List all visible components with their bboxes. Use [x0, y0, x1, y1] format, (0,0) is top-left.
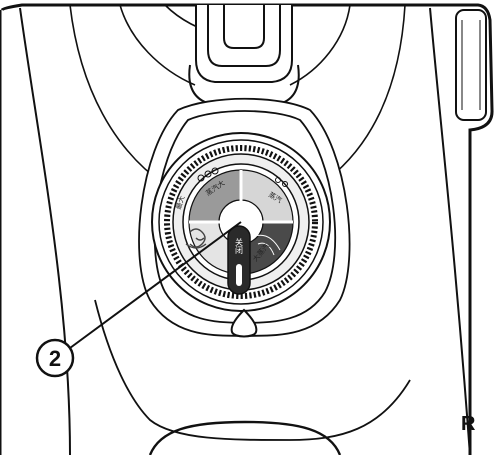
- device-body-outline: [0, 3, 494, 455]
- dial-marks: [197, 167, 288, 187]
- steam-icon: [185, 228, 207, 249]
- dial-label-close: 关闭: [235, 237, 244, 255]
- callout-marker: [35, 338, 75, 378]
- callout-2: 2: [35, 221, 242, 378]
- drop-button[interactable]: [230, 308, 258, 338]
- dial-knob[interactable]: 关闭: [227, 225, 251, 295]
- side-grip: [455, 9, 487, 121]
- callout-number: 2: [49, 346, 61, 371]
- callout-leader: [69, 221, 242, 349]
- lower-body-contours: [94, 299, 411, 455]
- top-nozzle: [188, 5, 300, 106]
- side-label: R: [461, 413, 476, 435]
